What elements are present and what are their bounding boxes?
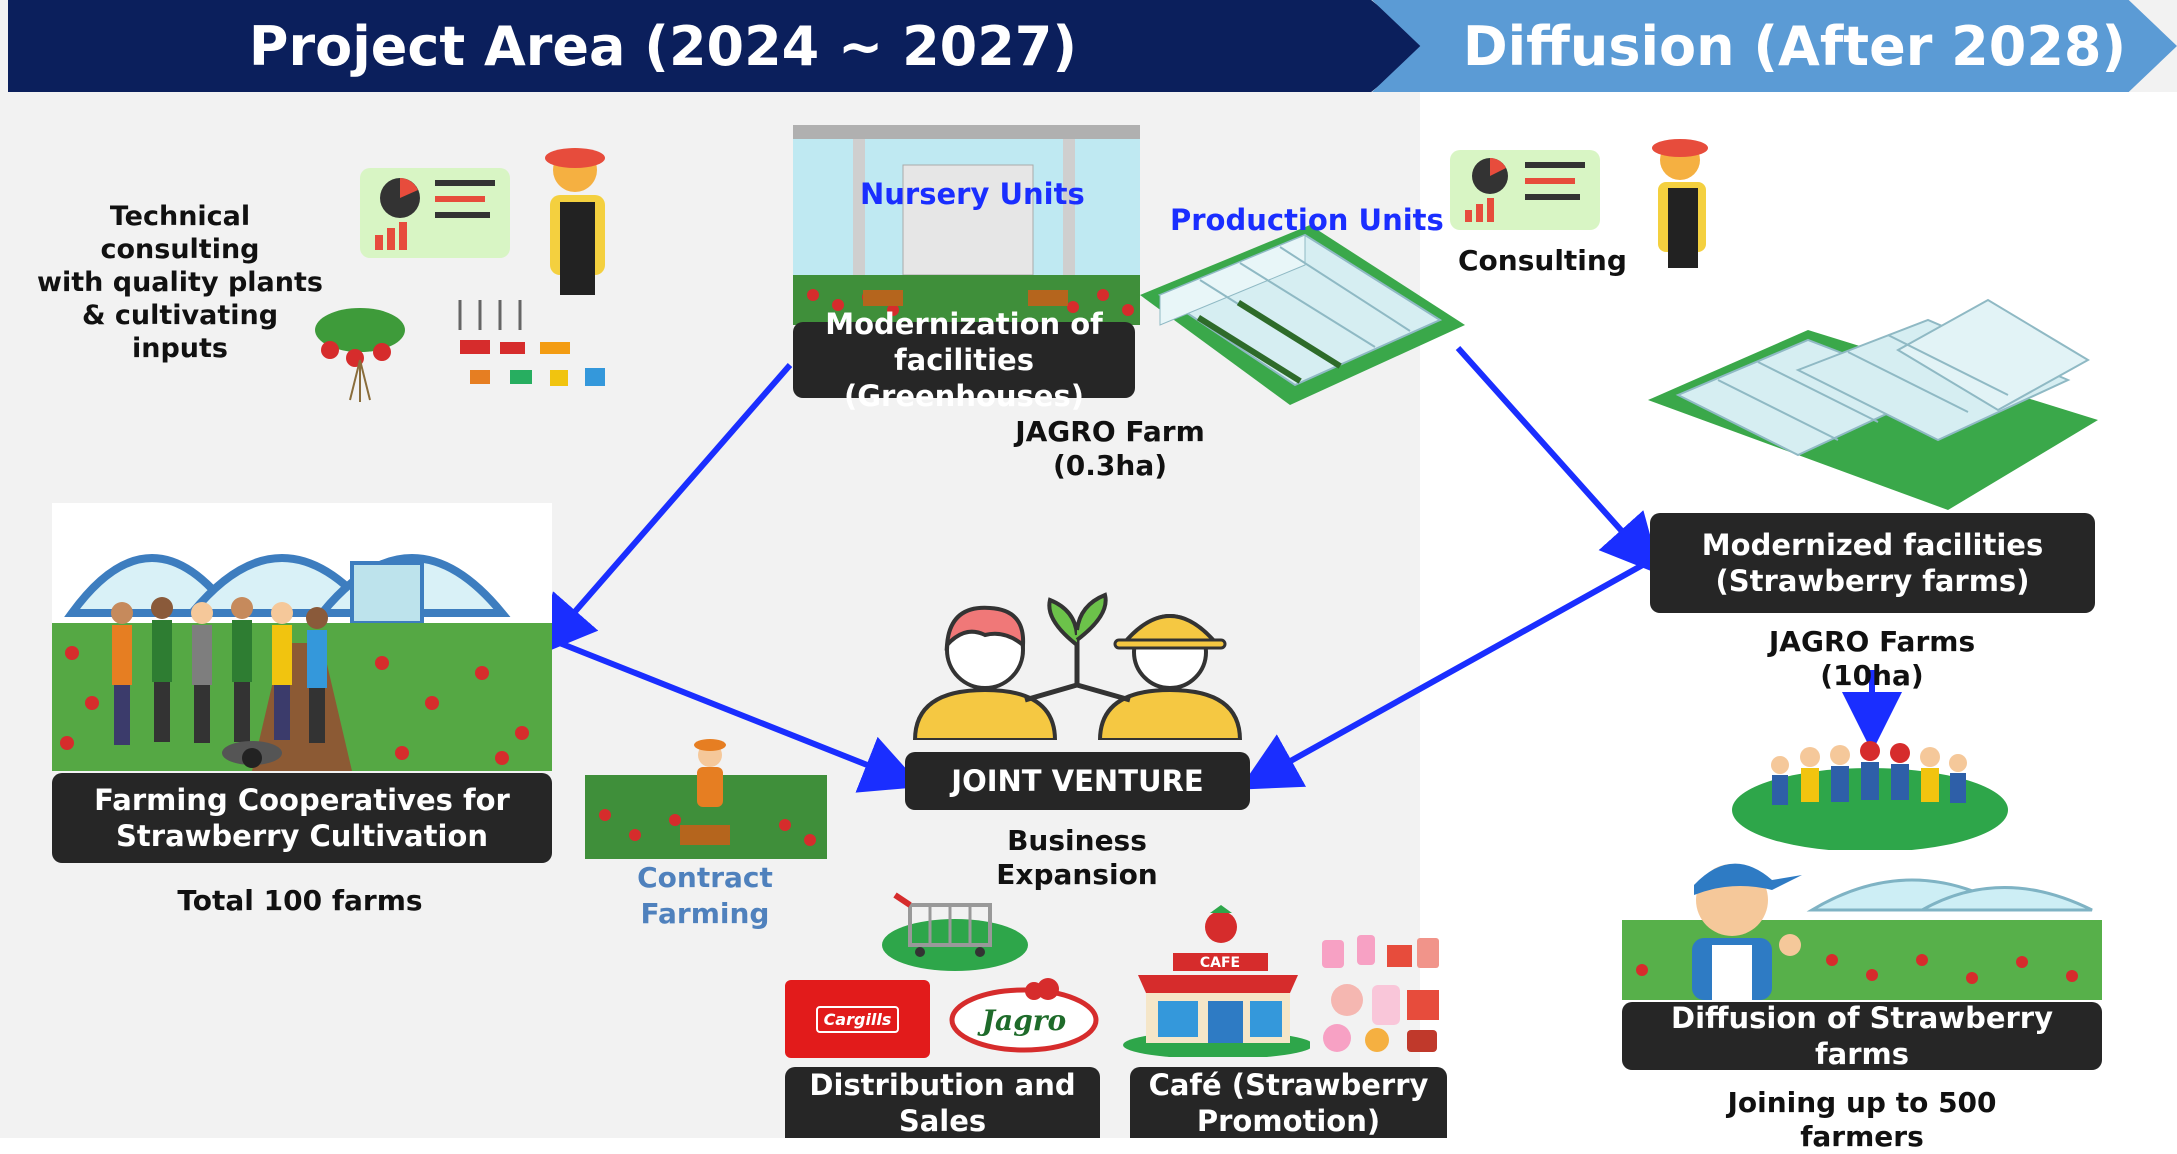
contract-farming-illustration: [585, 739, 827, 859]
jagro-logo-text: Jagro: [977, 1004, 1066, 1037]
cafe-line-2: Promotion): [1196, 1103, 1381, 1138]
consulting-label: Consulting: [1458, 244, 1627, 277]
cafe-promotion-box: Café (Strawberry Promotion): [1130, 1067, 1447, 1138]
arrow-coops-to-jv: [550, 637, 923, 793]
project-area-title: Project Area (2024 ~ 2027): [248, 14, 1078, 78]
modernization-line-1: Modernization of: [825, 307, 1103, 341]
production-greenhouse-illustration: [1140, 225, 1465, 405]
consulting-line-2: with quality plants: [37, 267, 323, 298]
nursery-units-label: Nursery Units: [860, 177, 1085, 211]
diffusion-title: Diffusion (After 2028): [1462, 14, 2127, 78]
consulting-line-3: & cultivating inputs: [81, 300, 279, 364]
cafe-line-1: Café (Strawberry: [1148, 1067, 1429, 1102]
technical-consulting-text: Technical consulting with quality plants…: [30, 200, 330, 365]
coop-line-2: Strawberry Cultivation: [116, 819, 488, 853]
modernized-line-1: Modernized facilities: [1701, 528, 2044, 562]
farmer-group-illustration: [1732, 741, 2008, 852]
arrow-production-to-modernized: [1455, 345, 1662, 575]
arrow-modernization-to-coops: [536, 363, 793, 657]
desserts-illustration: [1322, 935, 1439, 1052]
shopping-cart-illustration: [882, 892, 1028, 971]
arrow-modernized-to-jv: [1239, 559, 1650, 790]
diffusion-farmer-illustration: [1622, 850, 2102, 1000]
production-units-label: Production Units: [1170, 203, 1444, 237]
jagro-farms-caption: JAGRO Farms (10ha): [1768, 625, 1976, 692]
project-area-banner: Project Area (2024 ~ 2027): [8, 0, 1428, 92]
diffusion-box: Diffusion of Strawberry farms: [1622, 1001, 2102, 1071]
distribution-sales-box: Distribution and Sales: [785, 1067, 1100, 1138]
jagro-logo: Jagro: [949, 978, 1099, 1053]
diffusion-caption: Joining up to 500 farmers: [1727, 1086, 1997, 1153]
consultant-illustration-right: [1450, 139, 1708, 268]
joint-venture-icon: [912, 592, 1243, 740]
farming-cooperatives-box: Farming Cooperatives for Strawberry Cult…: [52, 773, 552, 863]
modernized-line-2: (Strawberry farms): [1715, 564, 2030, 598]
nursery-greenhouse-illustration: [793, 125, 1140, 325]
distribution-line-2: Sales: [898, 1103, 987, 1138]
contract-farming-line-1: Contract: [637, 861, 773, 894]
contract-farming-label: Contract Farming: [600, 860, 810, 932]
coop-line-1: Farming Cooperatives for: [94, 783, 510, 817]
joint-venture-box: JOINT VENTURE: [905, 752, 1250, 810]
total-farms-caption: Total 100 farms: [177, 884, 423, 917]
modernization-line-2: facilities (Greenhouses): [843, 343, 1084, 413]
cargills-logo: Cargills: [785, 980, 930, 1058]
contract-farming-line-2: Farming: [640, 897, 770, 930]
cultivating-inputs-illustration: [315, 300, 605, 402]
consulting-line-1: Technical consulting: [100, 201, 260, 265]
cafe-sign-text: CAFE: [1200, 955, 1240, 971]
modernized-greenhouses-illustration: [1648, 298, 2098, 510]
diffusion-banner: Diffusion (After 2028): [1372, 0, 2177, 92]
consultant-illustration-left: [360, 148, 605, 295]
farming-cooperative-illustration: [52, 503, 552, 771]
modernization-box: Modernization of facilities (Greenhouses…: [793, 307, 1135, 413]
business-expansion-caption: Business Expansion: [996, 824, 1158, 891]
cafe-storefront-illustration: CAFE: [1123, 905, 1310, 1057]
modernized-facilities-box: Modernized facilities (Strawberry farms): [1650, 513, 2095, 613]
cargills-logo-text: Cargills: [815, 1005, 900, 1033]
jagro-farm-caption: JAGRO Farm (0.3ha): [1015, 415, 1205, 482]
distribution-line-1: Distribution and: [809, 1067, 1076, 1102]
